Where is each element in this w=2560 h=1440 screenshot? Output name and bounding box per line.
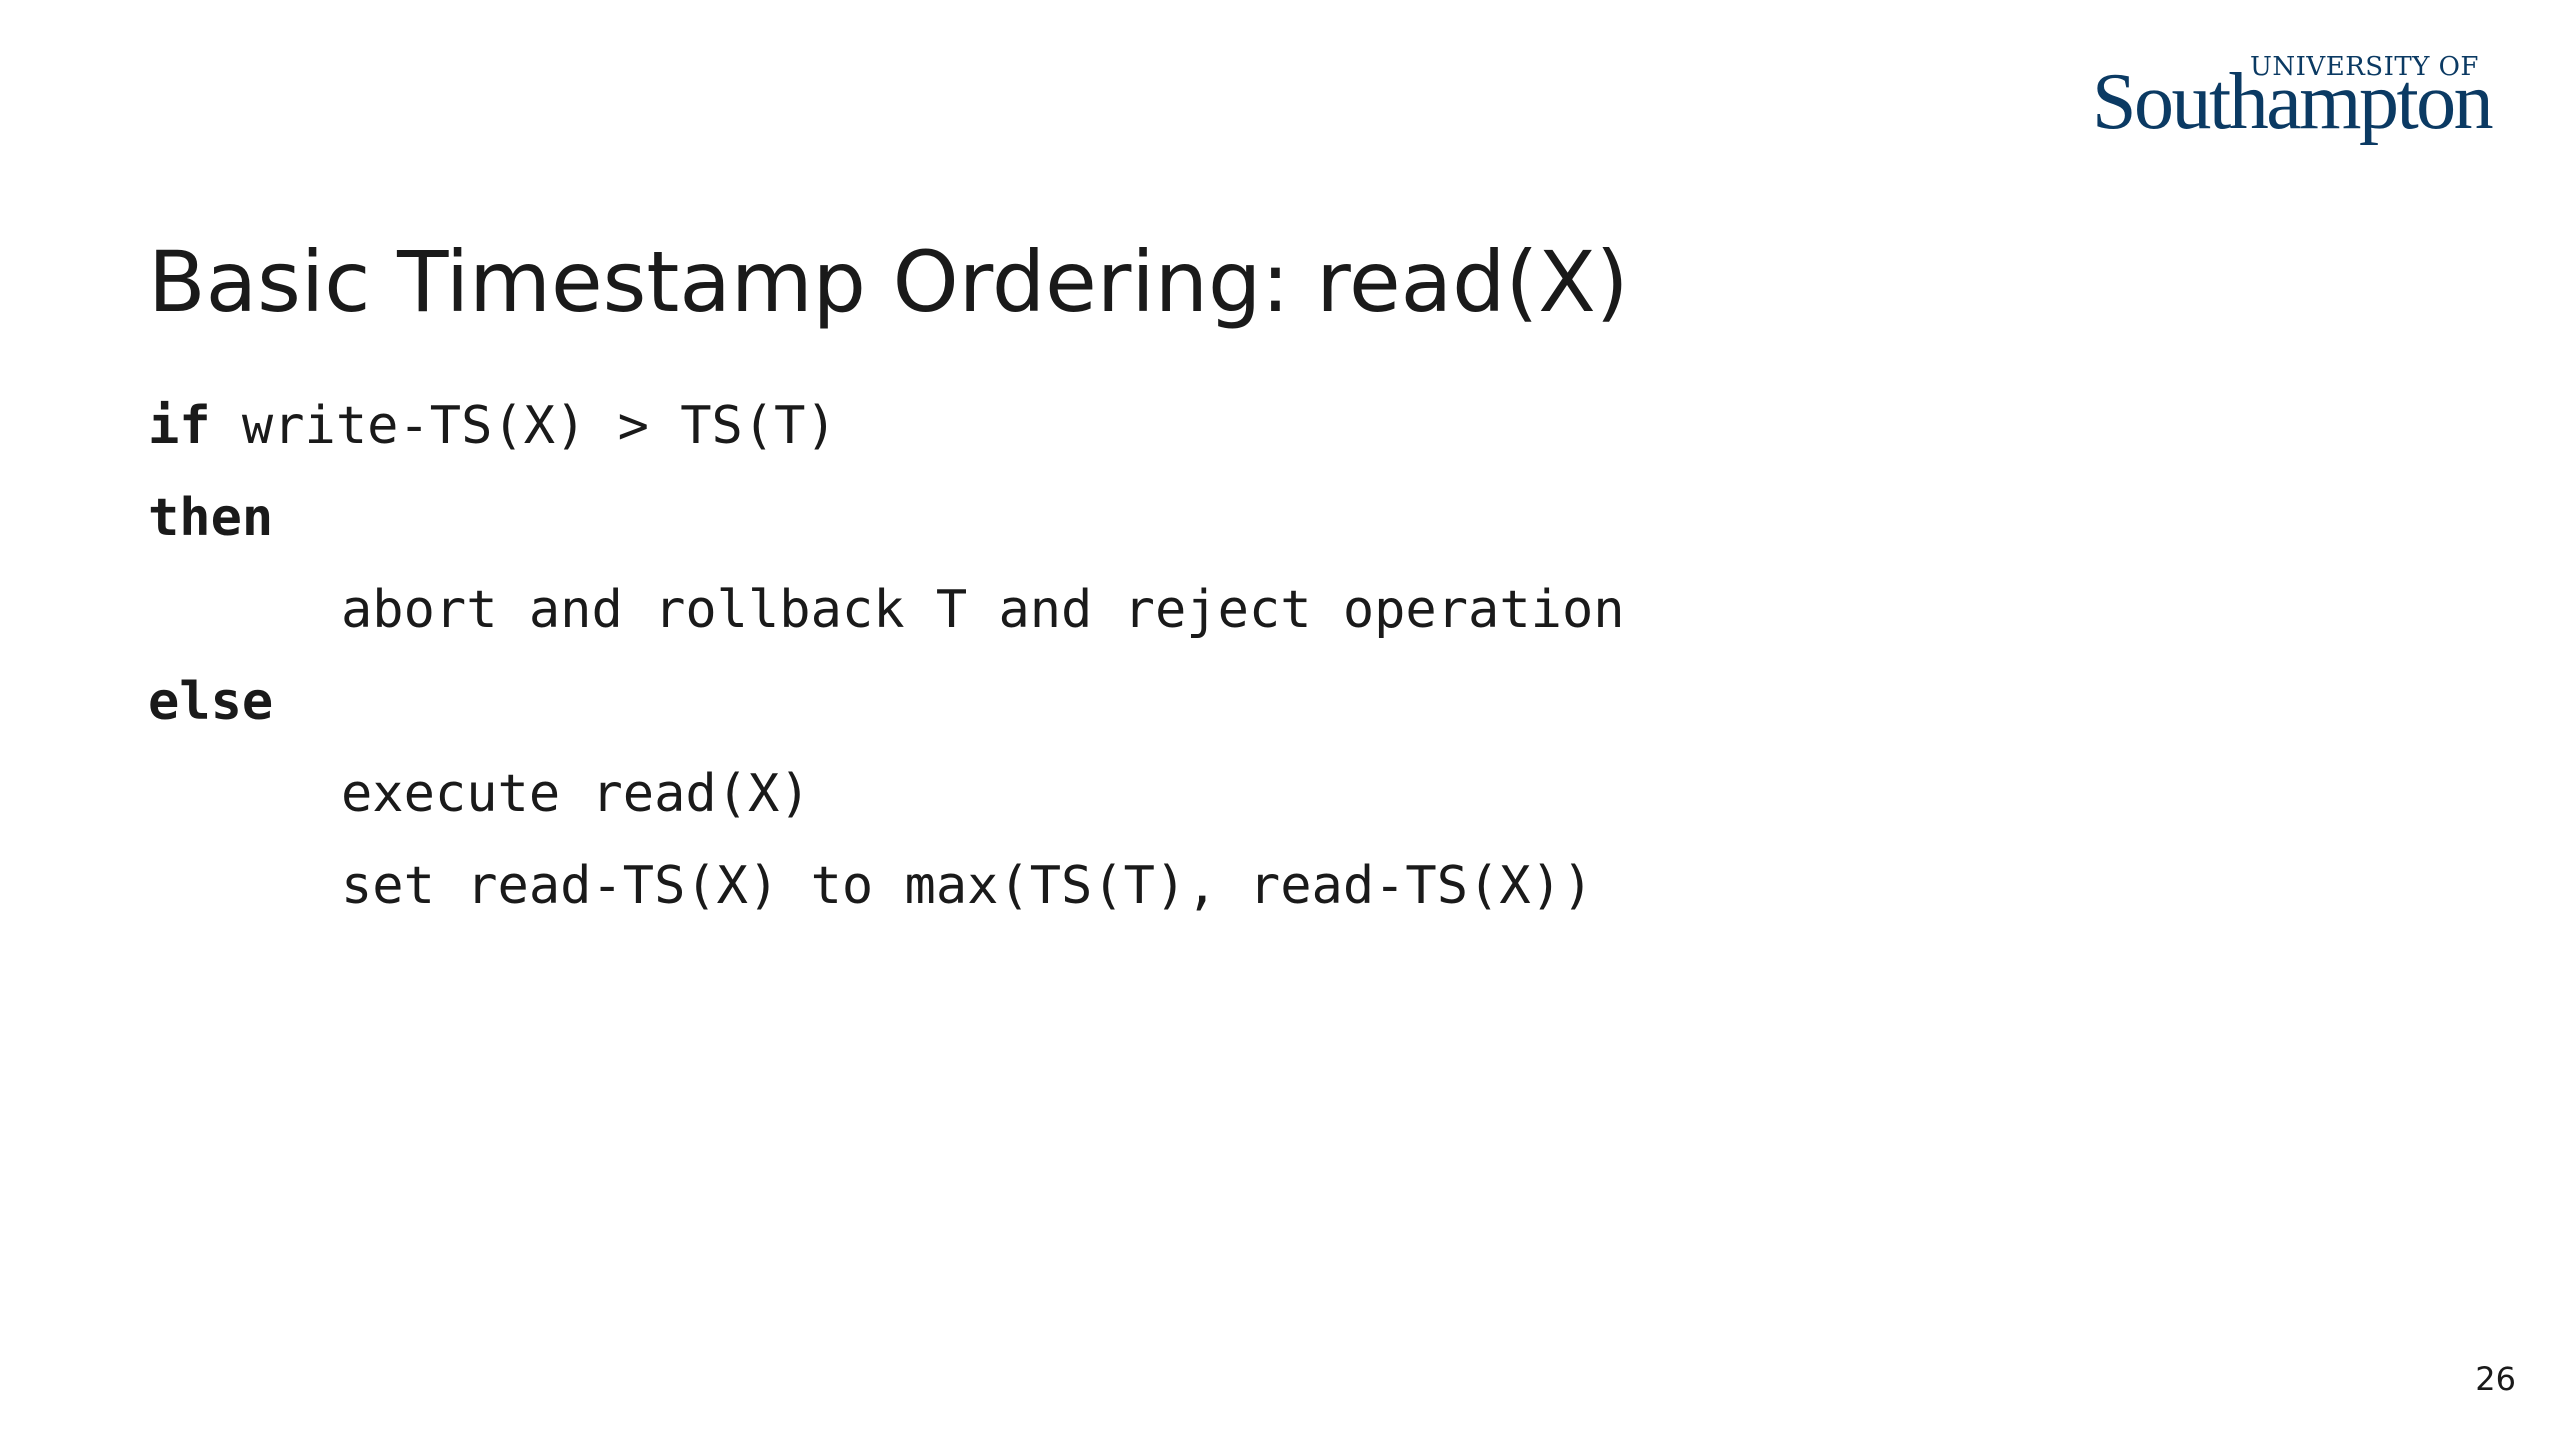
code-block: if write-TS(X) > TS(T) then abort and ro…: [148, 380, 1625, 932]
code-line-execute: execute read(X): [148, 748, 1625, 840]
keyword-then: then: [148, 488, 274, 548]
code-text: write-TS(X) > TS(T): [210, 396, 837, 456]
code-line-abort: abort and rollback T and reject operatio…: [148, 564, 1625, 656]
keyword-else: else: [148, 672, 274, 732]
code-line-then: then: [148, 472, 1625, 564]
keyword-if: if: [148, 396, 211, 456]
code-text: execute read(X): [341, 764, 811, 824]
code-line-if: if write-TS(X) > TS(T): [148, 380, 1625, 472]
code-text: abort and rollback T and reject operatio…: [341, 580, 1625, 640]
page-number: 26: [2475, 1360, 2516, 1398]
logo-top-text: UNIVERSITY OF: [2250, 52, 2479, 82]
logo-main-text: Southampton: [2092, 58, 2494, 146]
university-logo: UNIVERSITY OF Southampton: [2092, 52, 2494, 152]
slide-title: Basic Timestamp Ordering: read(X): [148, 233, 1629, 331]
code-line-set: set read-TS(X) to max(TS(T), read-TS(X)): [148, 840, 1625, 932]
code-text: set read-TS(X) to max(TS(T), read-TS(X)): [341, 856, 1594, 916]
code-line-else: else: [148, 656, 1625, 748]
